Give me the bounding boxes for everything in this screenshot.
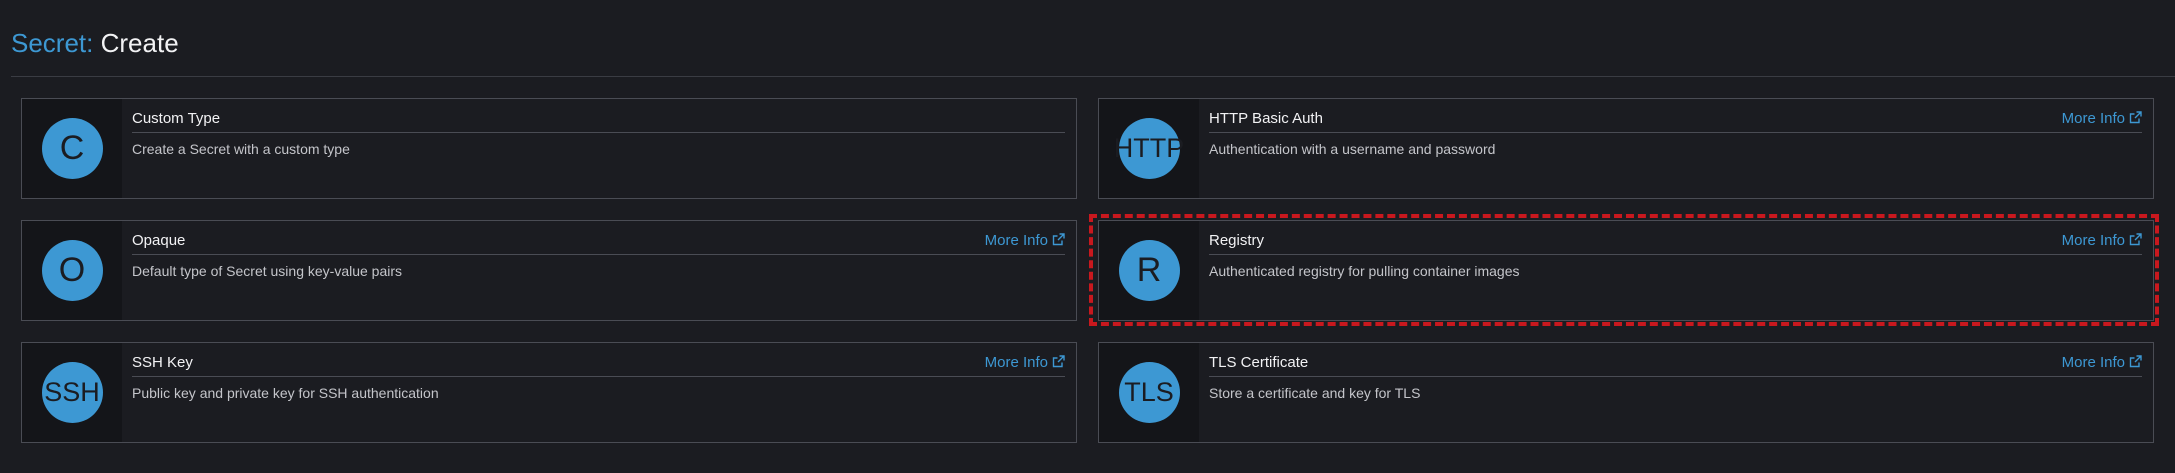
external-link-icon bbox=[2129, 110, 2142, 123]
card-title: Registry bbox=[1209, 232, 1265, 249]
more-info-link[interactable]: More Info bbox=[985, 354, 1065, 371]
card-header: Custom Type bbox=[132, 99, 1065, 133]
page-title-main: Create bbox=[100, 28, 179, 58]
external-link-icon bbox=[2129, 232, 2142, 245]
card-title: SSH Key bbox=[132, 354, 193, 371]
card-body: Custom Type Create a Secret with a custo… bbox=[122, 99, 1076, 198]
card-title: Custom Type bbox=[132, 110, 221, 127]
card-ssh-key[interactable]: SSH SSH Key More Info Public key and pri… bbox=[21, 342, 1077, 443]
card-icon-column: O bbox=[22, 221, 122, 320]
card-header: SSH Key More Info bbox=[132, 343, 1065, 377]
card-header: TLS Certificate More Info bbox=[1209, 343, 2142, 377]
more-info-label: More Info bbox=[984, 354, 1048, 371]
card-title: Opaque bbox=[132, 232, 186, 249]
card-icon-column: HTTP bbox=[1099, 99, 1199, 198]
card-header: Opaque More Info bbox=[132, 221, 1065, 255]
more-info-link[interactable]: More Info bbox=[2062, 110, 2142, 127]
card-description: Authentication with a username and passw… bbox=[1209, 141, 1496, 157]
card-tls-certificate[interactable]: TLS TLS Certificate More Info Store a ce… bbox=[1098, 342, 2154, 443]
card-title: HTTP Basic Auth bbox=[1209, 110, 1323, 127]
card-custom-type[interactable]: C Custom Type Create a Secret with a cus… bbox=[21, 98, 1077, 199]
card-http-basic-auth[interactable]: HTTP HTTP Basic Auth More Info Authentic… bbox=[1098, 98, 2154, 199]
card-description: Authenticated registry for pulling conta… bbox=[1209, 263, 1520, 279]
more-info-label: More Info bbox=[2061, 354, 2125, 371]
card-icon-column: R bbox=[1099, 221, 1199, 320]
card-icon-column: SSH bbox=[22, 343, 122, 442]
external-link-icon bbox=[1052, 232, 1065, 245]
secret-type-grid: C Custom Type Create a Secret with a cus… bbox=[21, 98, 2154, 443]
card-description: Default type of Secret using key-value p… bbox=[132, 263, 403, 279]
card-body: Registry More Info Authenticated registr… bbox=[1199, 221, 2153, 320]
card-body: TLS Certificate More Info Store a certif… bbox=[1199, 343, 2153, 442]
title-divider bbox=[11, 76, 2175, 77]
page-title-prefix[interactable]: Secret: bbox=[11, 28, 94, 58]
external-link-icon bbox=[1052, 354, 1065, 367]
card-description: Create a Secret with a custom type bbox=[132, 141, 350, 157]
card-description: Public key and private key for SSH authe… bbox=[132, 385, 439, 401]
card-body: HTTP Basic Auth More Info Authentication… bbox=[1199, 99, 2153, 198]
more-info-link[interactable]: More Info bbox=[2062, 354, 2142, 371]
http-avatar: HTTP bbox=[1114, 118, 1184, 179]
more-info-label: More Info bbox=[2061, 110, 2125, 127]
card-registry[interactable]: R Registry More Info Authenticated regis… bbox=[1098, 220, 2154, 321]
card-opaque[interactable]: O Opaque More Info Default type of Secre… bbox=[21, 220, 1077, 321]
card-icon-column: TLS bbox=[1099, 343, 1199, 442]
more-info-link[interactable]: More Info bbox=[2062, 232, 2142, 249]
card-description: Store a certificate and key for TLS bbox=[1209, 385, 1421, 401]
opaque-avatar: O bbox=[41, 240, 103, 301]
card-body: SSH Key More Info Public key and private… bbox=[122, 343, 1076, 442]
more-info-link[interactable]: More Info bbox=[985, 232, 1065, 249]
card-icon-column: C bbox=[22, 99, 122, 198]
card-title: TLS Certificate bbox=[1209, 354, 1309, 371]
ssh-avatar: SSH bbox=[41, 362, 103, 423]
registry-avatar: R bbox=[1118, 240, 1180, 301]
custom-type-avatar: C bbox=[41, 118, 103, 179]
card-header: HTTP Basic Auth More Info bbox=[1209, 99, 2142, 133]
external-link-icon bbox=[2129, 354, 2142, 367]
more-info-label: More Info bbox=[984, 232, 1048, 249]
page-title: Secret: Create bbox=[11, 26, 179, 60]
tls-avatar: TLS bbox=[1118, 362, 1180, 423]
card-body: Opaque More Info Default type of Secret … bbox=[122, 221, 1076, 320]
card-header: Registry More Info bbox=[1209, 221, 2142, 255]
more-info-label: More Info bbox=[2061, 232, 2125, 249]
